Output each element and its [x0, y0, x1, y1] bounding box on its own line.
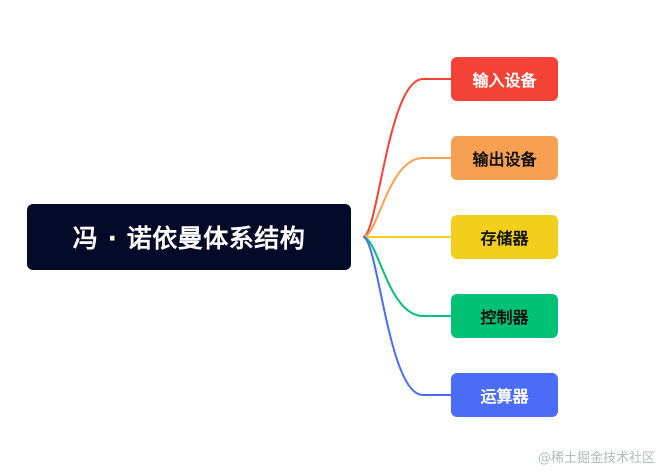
connector-line-3 — [362, 236, 451, 317]
branch-node-controller[interactable]: 控制器 — [451, 294, 558, 338]
connector-line-4 — [362, 236, 451, 396]
branch-node-output-device[interactable]: 输出设备 — [451, 136, 558, 180]
branch-node-alu[interactable]: 运算器 — [451, 373, 558, 417]
root-node-label: 冯 · 诺依曼体系结构 — [72, 224, 306, 253]
watermark: @稀土掘金技术社区 — [537, 451, 655, 466]
root-node[interactable]: 冯 · 诺依曼体系结构 — [27, 204, 351, 270]
connector-line-1 — [362, 157, 451, 238]
branch-node-input-device[interactable]: 输入设备 — [451, 57, 558, 101]
branch-node-label: 存储器 — [480, 229, 529, 248]
branch-node-label: 输出设备 — [472, 150, 537, 169]
branch-node-memory[interactable]: 存储器 — [451, 215, 558, 259]
branch-node-label: 控制器 — [480, 308, 529, 327]
branch-node-label: 运算器 — [480, 387, 529, 406]
branch-node-label: 输入设备 — [472, 71, 537, 90]
connector-line-0 — [362, 78, 451, 238]
